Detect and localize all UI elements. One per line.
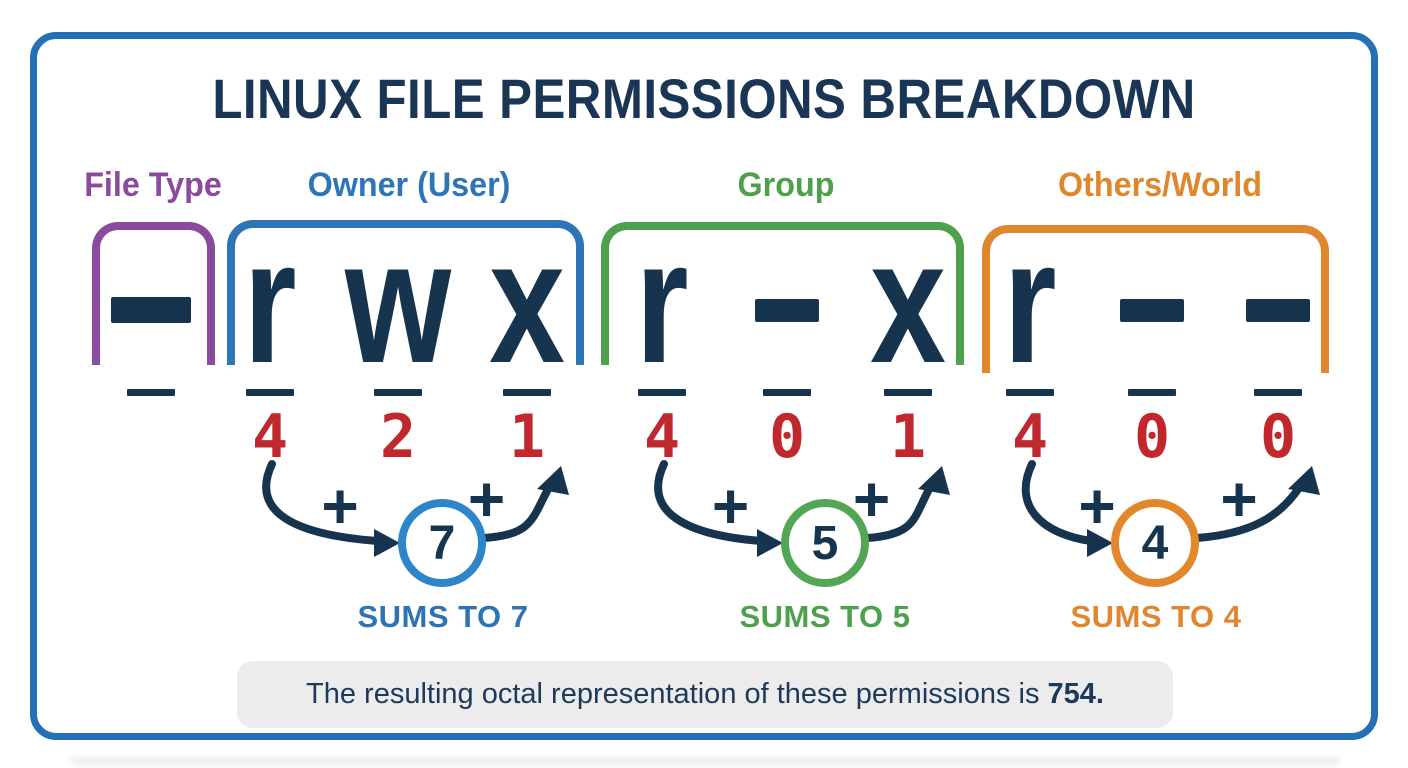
digit-value: 2 (379, 402, 417, 472)
digit-value: 1 (508, 402, 546, 472)
digit-value: 4 (1011, 402, 1049, 472)
permission-char: r (1003, 205, 1057, 400)
permission-dash (1120, 299, 1184, 322)
section-label-group: Group (737, 166, 835, 204)
digit-value: 0 (1259, 402, 1297, 472)
permission-dash (1246, 299, 1310, 322)
sum-value-others: 4 (1141, 516, 1169, 570)
sum-label-owner: SUMS TO 7 (357, 599, 529, 634)
permission-dash (111, 297, 191, 323)
sum-circle-group: 5 (781, 499, 869, 587)
char-underline (127, 389, 175, 396)
bracket-owner (227, 220, 584, 365)
sum-label-others: SUMS TO 4 (1070, 599, 1242, 634)
char-underline (374, 389, 422, 396)
digit-value: 1 (889, 402, 927, 472)
sum-value-owner: 7 (428, 516, 456, 570)
footer-octal-value: 754. (1047, 678, 1104, 710)
permission-char: x (489, 205, 565, 400)
digit-value: 4 (251, 402, 289, 472)
digit-value: 0 (1133, 402, 1171, 472)
footer-note: The resulting octal representation of th… (237, 661, 1173, 728)
permission-char: x (870, 205, 946, 400)
char-underline (1254, 389, 1302, 396)
permission-char: w (344, 205, 452, 400)
sum-circle-owner: 7 (398, 499, 486, 587)
bracket-group (601, 222, 964, 365)
page-title: LINUX FILE PERMISSIONS BREAKDOWN (212, 67, 1196, 130)
sum-label-group: SUMS TO 5 (739, 599, 911, 634)
footer-text: The resulting octal representation of th… (306, 678, 1048, 710)
bottom-artifact (70, 757, 1340, 765)
permission-char: r (243, 205, 297, 400)
section-label-owner: Owner (User) (307, 166, 511, 204)
digit-value: 0 (768, 402, 806, 472)
section-label-others: Others/World (1058, 166, 1262, 204)
char-underline (884, 389, 932, 396)
char-underline (1006, 389, 1054, 396)
char-underline (503, 389, 551, 396)
sum-circle-others: 4 (1111, 499, 1199, 587)
bracket-file-type (92, 222, 215, 365)
outer-frame-border (30, 32, 1378, 740)
sum-value-group: 5 (811, 516, 839, 570)
char-underline (246, 389, 294, 396)
section-label-file-type: File Type (84, 166, 222, 204)
bracket-others (982, 225, 1329, 373)
permission-char: r (635, 205, 689, 400)
char-underline (638, 389, 686, 396)
digit-value: 4 (643, 402, 681, 472)
char-underline (1128, 389, 1176, 396)
permission-dash (755, 299, 819, 322)
char-underline (763, 389, 811, 396)
